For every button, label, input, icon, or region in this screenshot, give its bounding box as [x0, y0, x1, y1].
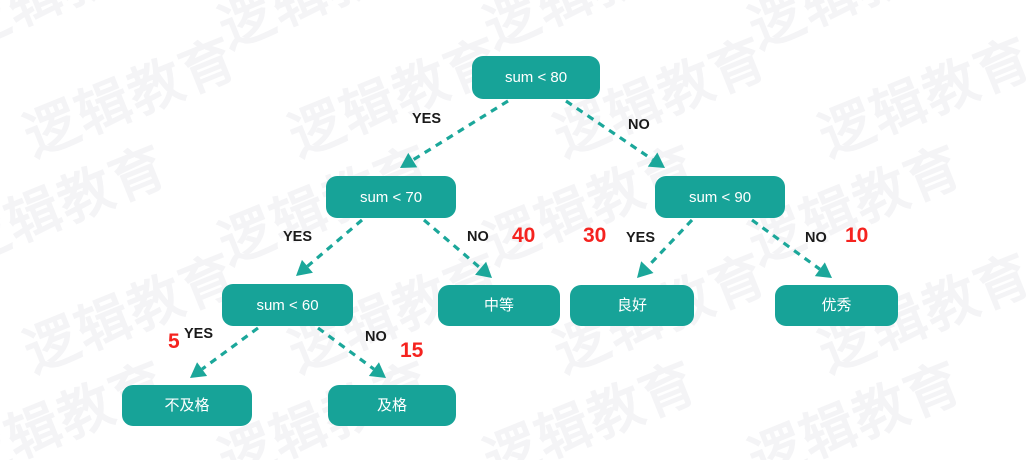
tree-node-label: sum < 90 [688, 188, 752, 206]
edge-arrowhead [475, 261, 492, 278]
tree-node-excel[interactable]: 优秀 [775, 285, 898, 326]
tree-node-medium[interactable]: 中等 [438, 285, 560, 326]
edge-arrowhead [296, 259, 313, 276]
tree-edge [637, 218, 694, 278]
tree-edge [317, 326, 386, 378]
tree-edge [296, 218, 364, 276]
tree-node-lt90[interactable]: sum < 90 [655, 176, 785, 218]
edge-condition-label: NO [805, 230, 827, 246]
edge-line [411, 99, 509, 162]
tree-node-label: sum < 70 [359, 188, 423, 206]
edge-count-label: 10 [845, 224, 869, 247]
edge-condition-label: NO [365, 329, 387, 345]
tree-node-label: 优秀 [821, 296, 852, 314]
tree-node-fail[interactable]: 不及格 [122, 385, 252, 426]
edge-condition-label: NO [628, 117, 650, 133]
tree-node-label: 良好 [616, 296, 647, 314]
edge-condition-label: YES [283, 229, 313, 245]
tree-node-label: sum < 80 [504, 69, 568, 86]
edge-condition-label: YES [184, 326, 214, 342]
edge-condition-label: NO [467, 229, 489, 245]
tree-node-lt60[interactable]: sum < 60 [222, 284, 353, 326]
tree-node-lt70[interactable]: sum < 70 [326, 176, 456, 218]
edge-count-label: 40 [512, 224, 536, 247]
edge-line [306, 218, 364, 268]
tree-node-label: sum < 60 [256, 296, 319, 314]
tree-edge [751, 218, 832, 278]
edge-line [751, 218, 821, 271]
tree-edge [190, 326, 259, 378]
edge-arrowhead [637, 261, 654, 278]
edge-condition-label: YES [412, 111, 442, 127]
tree-edge [565, 99, 665, 168]
edge-arrowhead [400, 152, 418, 168]
tree-node-label: 不及格 [164, 396, 210, 414]
edge-arrowhead [190, 362, 208, 378]
tree-edge [422, 218, 492, 278]
tree-node-root[interactable]: sum < 80 [472, 56, 600, 99]
edge-count-label: 15 [400, 339, 424, 362]
edge-line [201, 326, 259, 371]
edge-line [565, 99, 654, 161]
edge-count-label: 5 [168, 330, 180, 353]
edge-line [317, 326, 375, 371]
tree-edge [400, 99, 509, 168]
tree-node-good[interactable]: 良好 [570, 285, 694, 326]
tree-node-pass[interactable]: 及格 [328, 385, 456, 426]
tree-node-label: 及格 [376, 396, 407, 414]
edge-arrowhead [647, 152, 665, 168]
edge-line [646, 218, 694, 269]
tree-node-label: 中等 [483, 296, 514, 314]
edge-arrowhead [368, 362, 386, 378]
edge-count-label: 30 [583, 224, 607, 247]
edge-condition-label: YES [626, 230, 656, 246]
edge-arrowhead [814, 262, 832, 278]
